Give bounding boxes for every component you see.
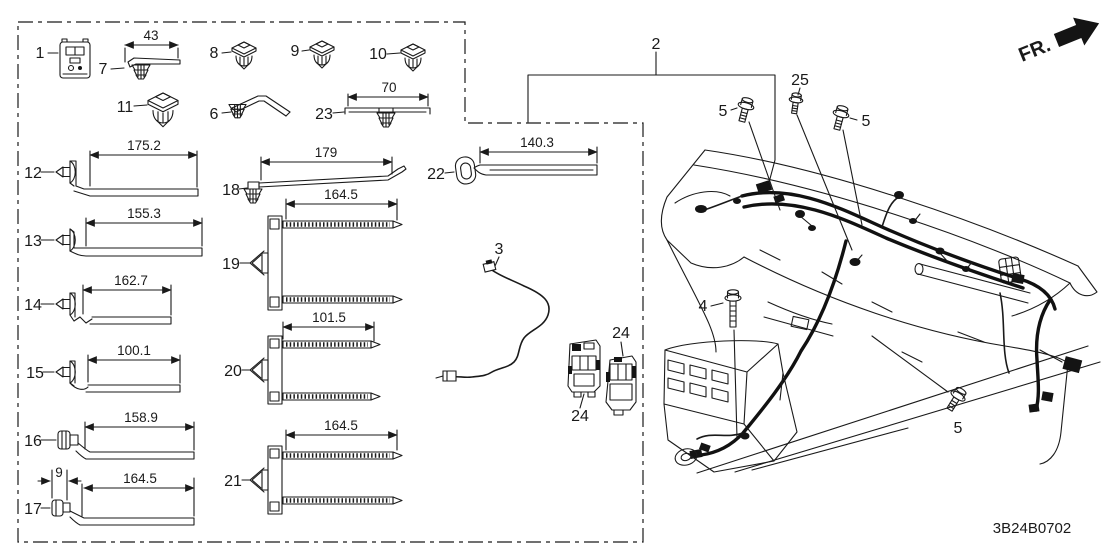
callout-16: 16: [24, 433, 42, 450]
callout-7: 7: [99, 61, 108, 78]
bolt-5-right: [828, 103, 852, 133]
part-20-band-clip: [242, 322, 380, 404]
part-7-clip: [111, 41, 180, 80]
fr-arrow-icon: [1053, 17, 1100, 48]
callout-2: 2: [652, 36, 661, 53]
callout-19: 19: [222, 256, 240, 273]
band-clip-icon: [249, 467, 269, 493]
bolt-icon: [942, 384, 970, 415]
callout-12: 12: [24, 165, 42, 182]
callout-4: 4: [699, 298, 708, 315]
part-22-bracket: [445, 147, 598, 185]
clip-icon: [400, 43, 426, 72]
dim-162-7: 162.7: [114, 273, 148, 288]
bolt-5-bottom: [942, 384, 970, 415]
part-15-bracket: [43, 355, 181, 392]
callout-8: 8: [210, 45, 219, 62]
dim-164-5b: 164.5: [324, 418, 358, 433]
callout-24-top: 24: [612, 325, 630, 342]
dim-140-3: 140.3: [520, 135, 554, 150]
callout-9: 9: [291, 43, 300, 60]
push-pin-icon: [55, 292, 76, 316]
dim-179: 179: [315, 145, 338, 160]
callout-5-bottom: 5: [954, 420, 963, 437]
push-pin-icon: [55, 228, 76, 252]
part-17-bracket: [38, 470, 195, 525]
dim-164-5a: 164.5: [324, 187, 358, 202]
fir-clip-icon: [243, 188, 263, 204]
dim-155-3: 155.3: [127, 206, 161, 221]
part-11-clip: [147, 92, 179, 128]
dim-9: 9: [55, 465, 63, 480]
part-1-connector: [48, 39, 90, 78]
dim-100-1: 100.1: [117, 343, 151, 358]
callout-21: 21: [224, 473, 242, 490]
clip-icon: [231, 41, 257, 70]
bolt-icon: [786, 91, 805, 115]
fir-clip-icon: [131, 64, 151, 80]
part-10-clip: [387, 43, 426, 72]
part-14-bracket: [41, 285, 172, 324]
callout-22: 22: [427, 166, 445, 183]
part-24-units: [568, 340, 636, 415]
callout-3: 3: [495, 241, 504, 258]
callout-1: 1: [36, 45, 45, 62]
bolt-icon: [733, 95, 757, 125]
dashboard-illustration: [661, 150, 1100, 473]
dashed-border: [18, 22, 643, 542]
part-16-bracket: [41, 422, 195, 459]
dim-101-5: 101.5: [312, 310, 346, 325]
clip-icon: [309, 40, 335, 69]
fr-label: FR.: [1016, 34, 1054, 66]
callout-15: 15: [26, 365, 44, 382]
band-clip-icon: [249, 250, 269, 276]
part-18-bracket: [239, 157, 406, 204]
band-clip-icon: [249, 357, 269, 383]
dim-164-5c: 164.5: [123, 471, 157, 486]
part-9-clip: [302, 40, 335, 69]
callout-5-right: 5: [862, 113, 871, 130]
callout-17: 17: [24, 501, 42, 518]
part-12-bracket: [41, 151, 198, 196]
dim-175-2: 175.2: [127, 138, 161, 153]
bolt-5-left: [733, 95, 757, 125]
dim-70: 70: [381, 80, 396, 95]
callout-18: 18: [222, 182, 240, 199]
push-pin-icon: [55, 360, 76, 384]
bolt-25: [786, 91, 805, 115]
part-3-sub-harness: [436, 257, 549, 381]
part-21-band-clip: [242, 430, 402, 514]
callout-23: 23: [315, 106, 333, 123]
part-23-clip: [333, 93, 430, 128]
fir-clip-icon: [376, 112, 396, 128]
fir-clip-icon: [228, 103, 247, 119]
push-pin-icon: [55, 160, 76, 184]
clip-icon: [147, 92, 179, 128]
bolt-icon: [828, 103, 852, 133]
callout-13: 13: [24, 233, 42, 250]
callout-5-left: 5: [719, 103, 728, 120]
callout-10: 10: [369, 46, 387, 63]
callout-24-bottom: 24: [571, 408, 589, 425]
dim-43: 43: [143, 28, 158, 43]
part-6-bracket: [222, 96, 290, 119]
part-19-band-clip: [240, 199, 402, 310]
callout-25: 25: [791, 72, 809, 89]
dim-158-9: 158.9: [124, 410, 158, 425]
callout-6: 6: [210, 106, 219, 123]
part-13-bracket: [41, 218, 203, 256]
diagram-code: 3B24B0702: [993, 520, 1071, 537]
callout-20: 20: [224, 363, 242, 380]
part-8-clip: [222, 41, 257, 70]
fr-direction: FR.: [1016, 17, 1100, 67]
callout-11: 11: [117, 99, 134, 116]
callout-2-leader: [528, 52, 775, 190]
bolt-4: [711, 290, 741, 438]
callout-14: 14: [24, 297, 42, 314]
